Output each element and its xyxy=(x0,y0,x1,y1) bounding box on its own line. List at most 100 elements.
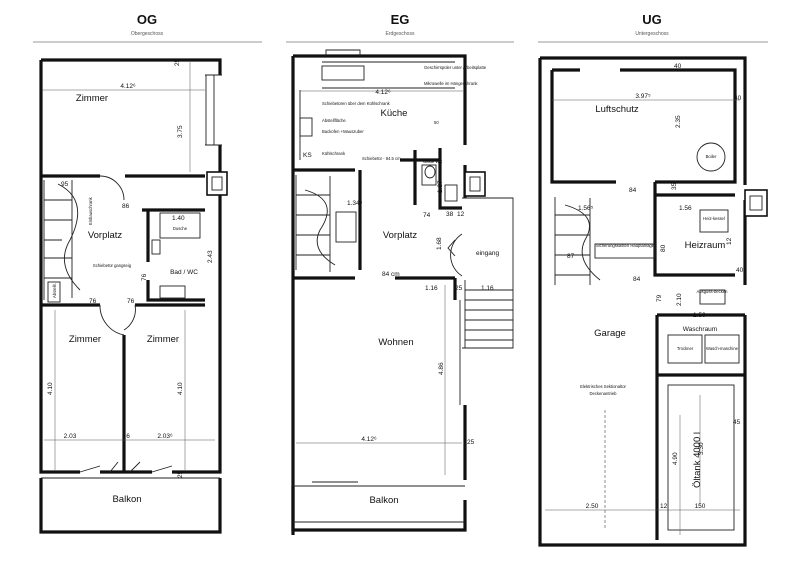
og-dim-140: 1.40 xyxy=(172,215,185,222)
eg-note-abstell: Abstellfläche xyxy=(322,118,346,123)
ug-room-waschraum: Waschraum xyxy=(683,326,717,333)
eg-dim-116a: 1.16 xyxy=(425,285,438,292)
eg-dim-486: 4.86 xyxy=(438,362,445,375)
og-dim-410a: 4.10 xyxy=(47,382,54,395)
ug-note-elektrisch: Elektrisches Sektionaltor xyxy=(580,384,626,389)
ug-room-luftschutz: Luftschutz xyxy=(595,104,639,115)
og-note-einbauschrank: Einbauschrank xyxy=(88,196,93,225)
ug-dim-h-235: 2.35 xyxy=(675,115,682,128)
ug-note-deckenantrieb: Deckenantrieb xyxy=(589,391,617,396)
eg-title: EG xyxy=(391,12,410,27)
ug-dim-210: 2.10 xyxy=(676,293,683,306)
ug-subtitle: Untergeschoss xyxy=(635,31,669,37)
ug-dim-79: 79 xyxy=(656,294,663,302)
eg-subtitle: Erdgeschoss xyxy=(386,31,415,37)
eg-room-balkon: Balkon xyxy=(369,495,398,506)
og-room-zimmer-top: Zimmer xyxy=(76,93,108,104)
ug-room-waschmaschine: Wasch-maschine xyxy=(706,346,739,351)
og-dim-6: 6 xyxy=(126,433,130,440)
og-dim-76b: 76 xyxy=(89,298,97,305)
eg-dim-137: 1.37 xyxy=(437,180,444,193)
og-dim-76a: 76 xyxy=(141,273,148,281)
ug-note-sicherung: Sicherungskasten Hauptanlage xyxy=(596,243,655,248)
og-title: OG xyxy=(137,12,157,27)
ug-room-trockner: Trockner xyxy=(677,346,694,351)
eg-room-wohnen: Wohnen xyxy=(378,337,413,348)
ug-note-ausguss: Ausguss-becken xyxy=(697,289,729,294)
eg-dim-134: 1.34⁵ xyxy=(347,200,363,207)
header-og: OG Obergeschoss xyxy=(33,12,262,43)
og-dim-25: 25 xyxy=(177,470,184,478)
ug-dim-12a: 12 xyxy=(726,237,733,245)
ug-dim-87: 87 xyxy=(567,253,575,260)
ug-dim-35: 35 xyxy=(671,182,678,190)
ug-dim-156a: 1.56⁵ xyxy=(578,205,594,212)
og-room-dusche: Dusche xyxy=(173,226,188,231)
eg-dim-74: 74 xyxy=(423,212,431,219)
og-dim-203a: 2.03 xyxy=(64,433,77,440)
eg-dim-116b: 1.16 xyxy=(481,285,494,292)
header-ug: UG Untergeschoss xyxy=(538,12,768,43)
ug-dim-156b: 1.56 xyxy=(679,205,692,212)
og-dim-410b: 4.10 xyxy=(177,382,184,395)
og-dim-width-top: 4.12⁶ xyxy=(120,83,136,90)
og-dim-top-25: 25 xyxy=(174,58,181,66)
og-subtitle: Obergeschoss xyxy=(131,31,164,37)
eg-dim-ks: KS xyxy=(303,152,312,159)
eg-dim-12: 12 xyxy=(457,211,465,218)
eg-note-mikrowelle: Mikrowelle im Hängeschrank xyxy=(424,81,478,86)
ug-title: UG xyxy=(642,12,662,27)
eg-dim-168: 1.68 xyxy=(436,237,443,250)
eg-room-eingang: eingang xyxy=(476,250,500,257)
eg-plan: Küche Vorplatz Wohnen Balkon eingang Gäs… xyxy=(291,49,514,535)
ug-dim-330: 3.30 xyxy=(698,442,705,455)
og-dim-243: 2.43 xyxy=(207,250,214,263)
ug-dim-150b: 150 xyxy=(695,503,706,510)
ug-room-heizraum: Heizraum xyxy=(685,240,726,251)
ug-plan: Luftschutz Heizraum Garage Waschraum Boi… xyxy=(538,56,768,547)
ug-dim-top-40: 40 xyxy=(674,63,682,70)
eg-note-backofen: Backofen +Mauszuber xyxy=(322,129,364,134)
eg-dim-50: 50 xyxy=(434,120,439,125)
eg-dim-25a: 25 xyxy=(455,285,463,292)
ug-dim-12b: 12 xyxy=(660,503,668,510)
og-room-balkon: Balkon xyxy=(112,494,141,505)
eg-dim-84cm: 84 cm xyxy=(382,271,400,278)
eg-dim-width-top: 4.12⁶ xyxy=(375,89,391,96)
ug-dim-width-397: 3.97⁵ xyxy=(635,93,651,100)
eg-note-kuehlschrank: Kühlschrank xyxy=(322,151,346,156)
og-dim-h-375: 3.75 xyxy=(177,125,184,138)
ug-dim-250: 2.50 xyxy=(586,503,599,510)
og-dim-86: 86 xyxy=(122,203,130,210)
eg-note-schiebetuer: Schiebetür - 84.5 cm xyxy=(362,156,401,161)
ug-dim-490: 4.90 xyxy=(672,452,679,465)
eg-room-vorplatz: Vorplatz xyxy=(383,230,418,241)
eg-dim-width-bottom: 4.12⁶ xyxy=(361,436,377,443)
eg-note-schiebeturen: Schiebetüren über dem Kühlschrank xyxy=(322,101,391,106)
ug-room-garage: Garage xyxy=(594,328,626,339)
eg-note-geschirrspueler: Geschirrspüler unter Arbeitsplatte xyxy=(424,65,487,70)
eg-room-gaeste-wc: Gäste WC xyxy=(423,159,442,164)
eg-dim-25b: 25 xyxy=(467,439,475,446)
og-dim-95: 95 xyxy=(61,181,69,188)
og-room-zimmer-right: Zimmer xyxy=(147,334,179,345)
ug-dim-right-40: 40 xyxy=(734,95,742,102)
eg-dim-38: 38 xyxy=(446,211,454,218)
ug-dim-84b: 84 xyxy=(633,276,641,283)
og-room-zimmer-left: Zimmer xyxy=(69,334,101,345)
ug-dim-45: 45 xyxy=(733,419,741,426)
og-plan: Zimmer Vorplatz Zimmer Zimmer Balkon Bad… xyxy=(39,58,228,534)
header-eg: EG Erdgeschoss xyxy=(286,12,514,43)
og-note-abstell: Abstellr. xyxy=(52,283,57,298)
og-room-bad: Bad / WC xyxy=(170,269,198,276)
ug-dim-40b: 40 xyxy=(736,267,744,274)
og-room-vorplatz: Vorplatz xyxy=(88,230,123,241)
og-dim-203b: 2.03⁶ xyxy=(157,433,173,440)
og-note-schiebetuer: Schiebetür gangseig xyxy=(93,263,132,268)
ug-room-boiler: Boiler xyxy=(706,154,717,159)
ug-room-oeltank: Öltank 4000 l xyxy=(692,432,703,488)
ug-dim-84a: 84 xyxy=(629,187,637,194)
ug-dim-150a: 1.50 xyxy=(693,312,706,319)
ug-dim-80: 80 xyxy=(660,244,667,252)
